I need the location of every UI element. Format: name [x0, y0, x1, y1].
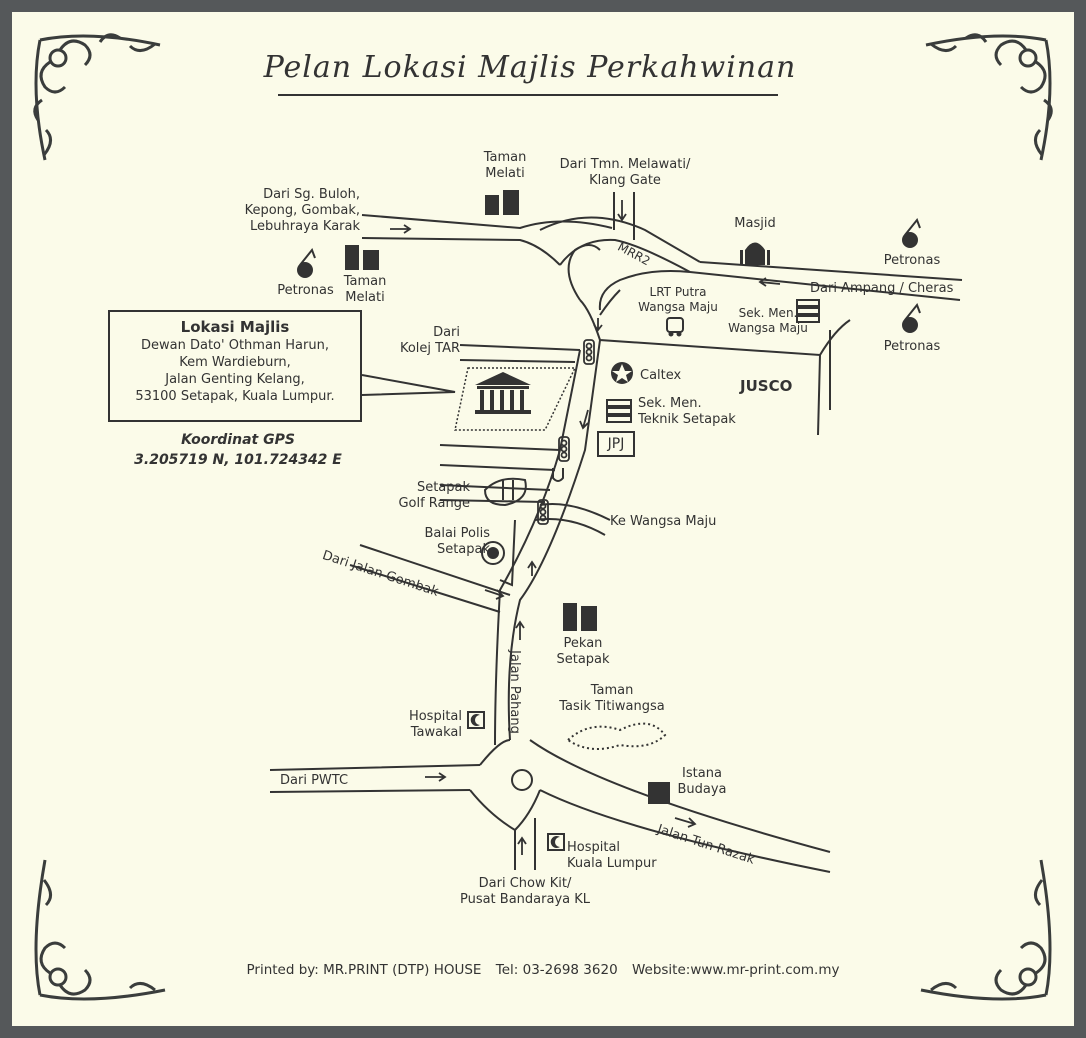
petronas-icon [902, 218, 921, 248]
u-turn-icon [552, 468, 564, 482]
label-dari-chow-kit: Dari Chow Kit/Pusat Bandaraya KL [459, 876, 591, 907]
title-underline [278, 94, 778, 96]
ornament-bottom-left [34, 859, 166, 1001]
traffic-light-icon [558, 436, 570, 462]
road-sgbuloh [361, 214, 613, 230]
venue-callout-pointer [361, 374, 456, 396]
housing-icon [345, 245, 379, 270]
venue-building-icon [475, 372, 531, 414]
label-petronas-left: Petronas [277, 283, 334, 298]
lake-titiwangsa [566, 722, 667, 750]
label-petronas-right-top: Petronas [883, 253, 941, 268]
road-mrr2 [539, 216, 701, 263]
road-tun-razak [529, 739, 831, 873]
ornament-top-left [33, 33, 161, 161]
school-icon [796, 299, 820, 323]
traffic-light-icon [583, 339, 595, 365]
gps-heading: Koordinat GPS [181, 432, 295, 448]
label-dari-pwtc: Dari PWTC [280, 773, 349, 788]
petronas-icon [297, 248, 316, 278]
golf-icon [483, 477, 527, 507]
label-ke-wangsa-maju: Ke Wangsa Maju [610, 514, 717, 529]
venue-address-line: Dewan Dato' Othman Harun, [141, 338, 329, 353]
printed-by: Printed by: MR.PRINT (DTP) HOUSE [246, 962, 482, 978]
gps-block: Koordinat GPS 3.205719 N, 101.724342 E [110, 430, 366, 470]
venue-heading: Lokasi Majlis [180, 318, 290, 336]
ornament-bottom-right [920, 859, 1052, 1001]
housing-icon [485, 190, 519, 215]
direction-arrows [390, 200, 781, 855]
printer-tel: Tel: 03-2698 3620 [495, 962, 618, 978]
venue-box: Lokasi Majlis Dewan Dato' Othman Harun, … [108, 310, 362, 422]
mosque-icon [740, 242, 770, 265]
label-jpj: JPJ [597, 431, 635, 457]
road-network [269, 192, 963, 873]
footer-printer-credit: Printed by: MR.PRINT (DTP) HOUSE Tel: 03… [0, 962, 1086, 978]
label-tmn-melawati: Dari Tmn. Melawati/Klang Gate [559, 157, 691, 188]
label-jalan-pahang: Jalan Pahang [507, 650, 522, 734]
printer-website: Website:www.mr-print.com.my [631, 962, 840, 978]
map-title: Pelan Lokasi Majlis Perkahwinan [263, 50, 797, 85]
label-jusco: JUSCO [740, 377, 793, 395]
hospital-icon [547, 833, 565, 851]
road-jalan-pahang [507, 339, 601, 741]
label-petronas-right-bottom: Petronas [883, 339, 941, 354]
petronas-icon [902, 303, 921, 333]
caltex-icon [611, 362, 633, 384]
gps-coordinates: 3.205719 N, 101.724342 E [134, 452, 342, 468]
lrt-icon [666, 317, 684, 337]
housing-icon [563, 603, 597, 631]
venue-address-line: Jalan Genting Kelang, [165, 372, 305, 387]
label-caltex: Caltex [640, 368, 682, 383]
palace-icon [648, 782, 670, 804]
label-dari-ampang: Dari Ampang / Cheras [810, 281, 954, 296]
label-masjid: Masjid [734, 216, 776, 231]
school-icon [606, 399, 632, 423]
ornament-top-right [925, 33, 1053, 161]
hospital-icon [467, 711, 485, 729]
venue-address-line: 53100 Setapak, Kuala Lumpur. [135, 389, 335, 404]
label-sek-men-wangsa: Sek. Men.Wangsa Maju [728, 306, 808, 335]
venue-address-line: Kem Wardieburn, [179, 355, 291, 370]
traffic-light-icon [537, 499, 549, 525]
label-sek-men-teknik: Sek. Men.Teknik Setapak [638, 396, 736, 427]
police-icon [481, 541, 505, 565]
label-sg-buloh: Dari Sg. Buloh,Kepong, Gombak,Lebuhraya … [244, 187, 360, 234]
road-sgbuloh-lower [361, 237, 561, 266]
